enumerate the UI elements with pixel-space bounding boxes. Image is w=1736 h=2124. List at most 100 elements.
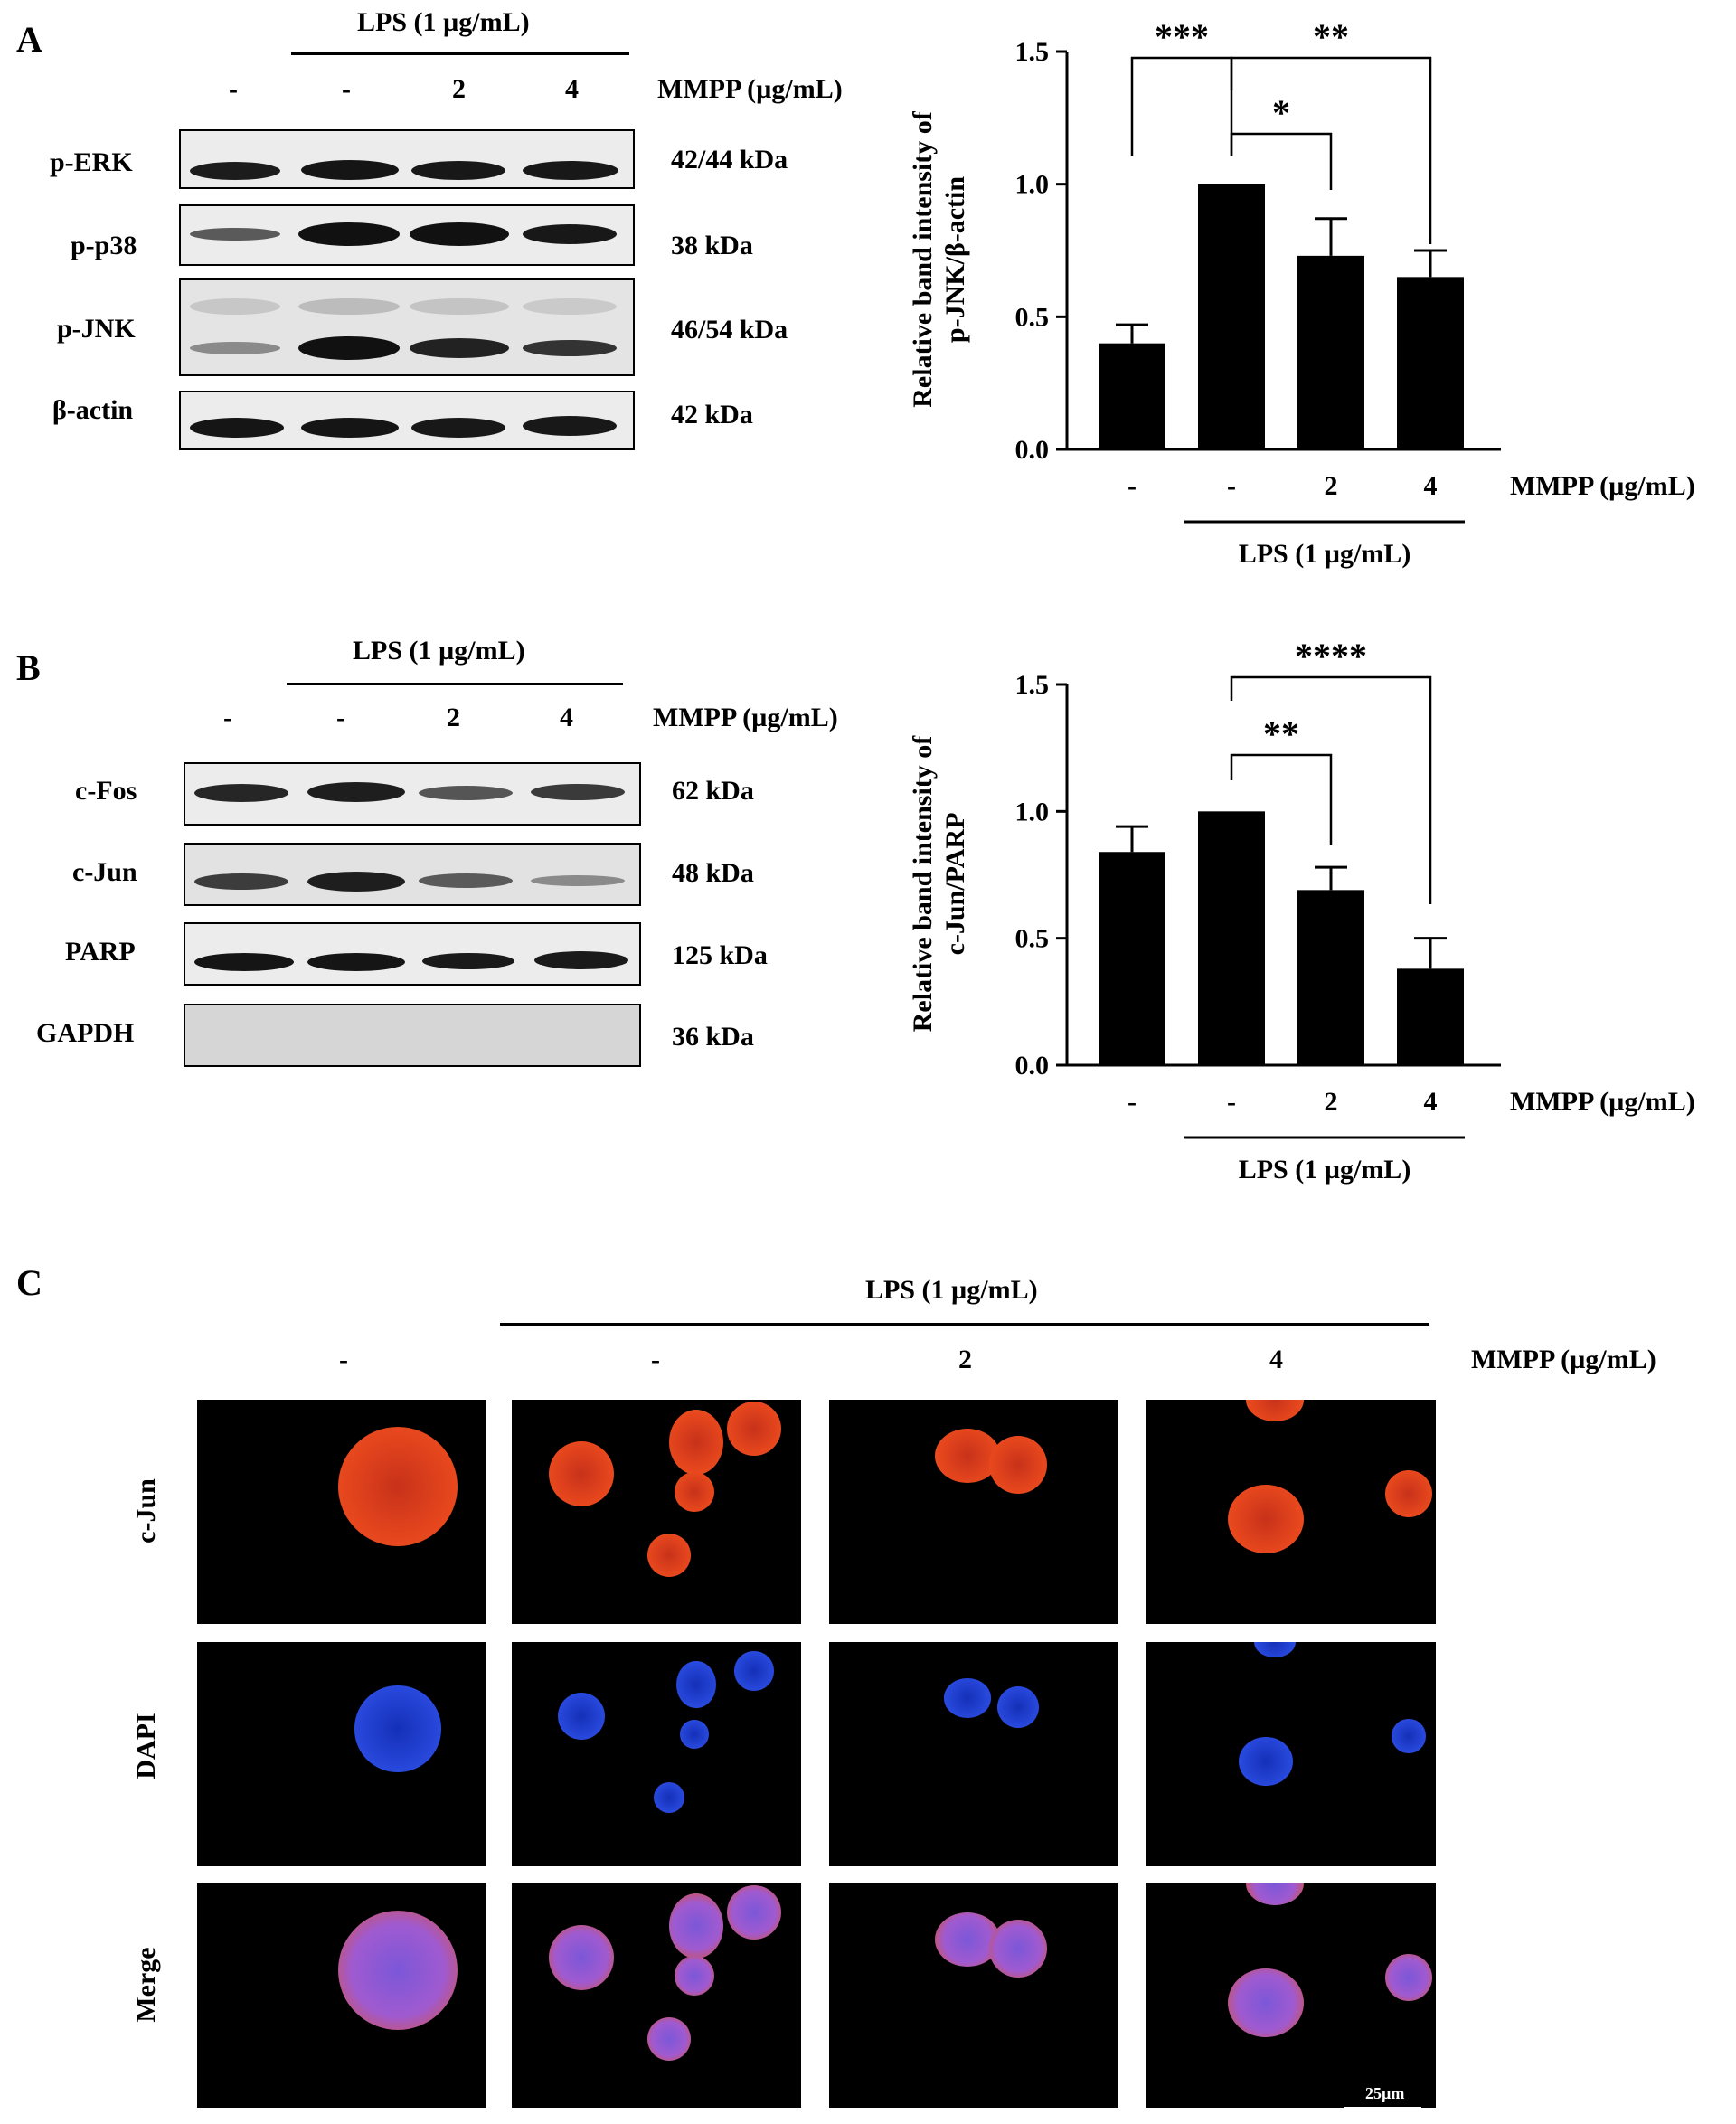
x-tick-label: - [1227,1087,1236,1117]
scale-bar [1344,2107,1421,2110]
y-tick-label: 0.0 [1015,1051,1050,1081]
panel-b-lane-3: 2 [447,703,460,732]
blot-p-p38 [179,204,635,266]
panel-a-lps-line [291,52,629,55]
y-tick-label: 0.0 [1015,435,1050,465]
significance-label: ** [1263,713,1299,754]
significance-label: **** [1295,636,1367,676]
panel-c-mmpp-label: MMPP (µg/mL) [1471,1345,1656,1374]
y-axis-label-line2: p-JNK/β-actin [940,176,970,343]
x-tick-label: - [1127,1087,1137,1117]
blot-c-fos [184,762,641,826]
significance-bracket [1230,675,1432,904]
panel-a-lane-4: 4 [565,74,579,104]
significance-label: *** [1155,16,1209,57]
y-tick-label: 1.0 [1015,170,1050,200]
significance-bracket [1230,56,1432,244]
cell-cjun [989,1436,1047,1494]
cell-dapi [1253,1642,1297,1658]
panel-b-lane-1: - [223,703,232,732]
panel-c-lps-label: LPS (1 µg/mL) [865,1275,1038,1305]
panel-c-col-4: 4 [1269,1345,1283,1374]
blot-label-beta-actin: β-actin [52,395,134,425]
blot-label-parp: PARP [65,937,136,967]
significance-bracket [1130,56,1233,156]
kda-p-jnk: 46/54 kDa [671,315,788,345]
cell-cjun [1228,1485,1304,1553]
blot-p-erk [179,129,635,189]
panel-b-lane-4: 4 [560,703,573,732]
cell-cjun [647,1534,691,1577]
panel-b-lps-label: LPS (1 µg/mL) [353,636,525,666]
kda-c-fos: 62 kDa [672,776,754,806]
cell-cjun [1246,1400,1304,1421]
cell-dapi [653,1781,685,1814]
bar [1397,968,1464,1065]
panel-c-col-1: - [339,1345,348,1374]
cell-dapi [1392,1719,1426,1753]
cell-dapi [996,1685,1040,1729]
blot-parp [184,922,641,986]
cell-dapi [354,1685,441,1772]
cell-dapi [680,1720,709,1749]
cell-merge [989,1920,1047,1978]
blot-label-c-fos: c-Fos [75,776,137,806]
micro-dapi-col-2 [512,1642,801,1866]
micro-cjun-col-1 [197,1400,486,1624]
micro-merge-col-1 [197,1883,486,2108]
x-axis-label: MMPP (µg/mL) [1510,471,1695,501]
blot-beta-actin [179,391,635,450]
cell-cjun [549,1441,614,1506]
micro-dapi-col-4 [1146,1642,1436,1866]
cell-cjun [669,1410,723,1475]
bar [1297,255,1364,449]
micro-cjun-col-3 [829,1400,1118,1624]
significance-bracket [1230,132,1333,190]
blot-label-p-p38: p-p38 [71,231,137,260]
panel-a-lane-3: 2 [452,74,466,104]
x-tick-label: - [1127,471,1137,501]
row-label-dapi: DAPI [131,1713,161,1779]
panel-b-lps-line [287,683,623,685]
cell-cjun [935,1429,1000,1483]
micro-merge-col-4 [1146,1883,1436,2108]
micro-dapi-col-1 [197,1642,486,1866]
cell-merge [1246,1883,1304,1905]
bar [1198,184,1265,449]
y-tick-label: 0.5 [1015,924,1050,954]
cell-dapi [558,1693,605,1740]
blot-p-jnk [179,278,635,376]
panel-a-mmpp-label: MMPP (µg/mL) [657,74,843,104]
cell-merge [338,1911,458,2030]
y-axis-label-line2: c-Jun/PARP [940,813,970,956]
lps-group-label: LPS (1 µg/mL) [1239,539,1411,569]
y-tick-label: 1.0 [1015,797,1050,826]
kda-beta-actin: 42 kDa [671,400,753,430]
cell-cjun [1385,1470,1432,1517]
y-tick-label: 1.5 [1015,670,1050,700]
y-axis-label-line1: Relative band intensity of [908,110,938,408]
cell-merge [549,1925,614,1990]
panel-a-lane-2: - [342,74,351,104]
significance-bracket [1230,753,1333,845]
panel-letter-a: A [16,19,42,60]
significance-label: ** [1313,16,1349,57]
cell-cjun [338,1427,458,1546]
x-axis-label: MMPP (µg/mL) [1510,1087,1695,1117]
bar [1198,811,1265,1065]
cell-merge [647,2017,691,2061]
blot-c-jun [184,843,641,906]
blot-gapdh [184,1004,641,1067]
y-tick-label: 1.5 [1015,37,1050,67]
lps-group-label: LPS (1 µg/mL) [1239,1155,1411,1185]
cell-dapi [1238,1736,1294,1787]
x-tick-label: 4 [1424,1087,1438,1117]
panel-a-lps-label: LPS (1 µg/mL) [357,7,530,37]
bar [1297,890,1364,1065]
cell-merge [1385,1954,1432,2001]
panel-letter-c: C [16,1262,42,1303]
scale-bar-label: 25µm [1365,2084,1405,2102]
cell-merge [669,1893,723,1959]
blot-label-gapdh: GAPDH [36,1018,135,1048]
